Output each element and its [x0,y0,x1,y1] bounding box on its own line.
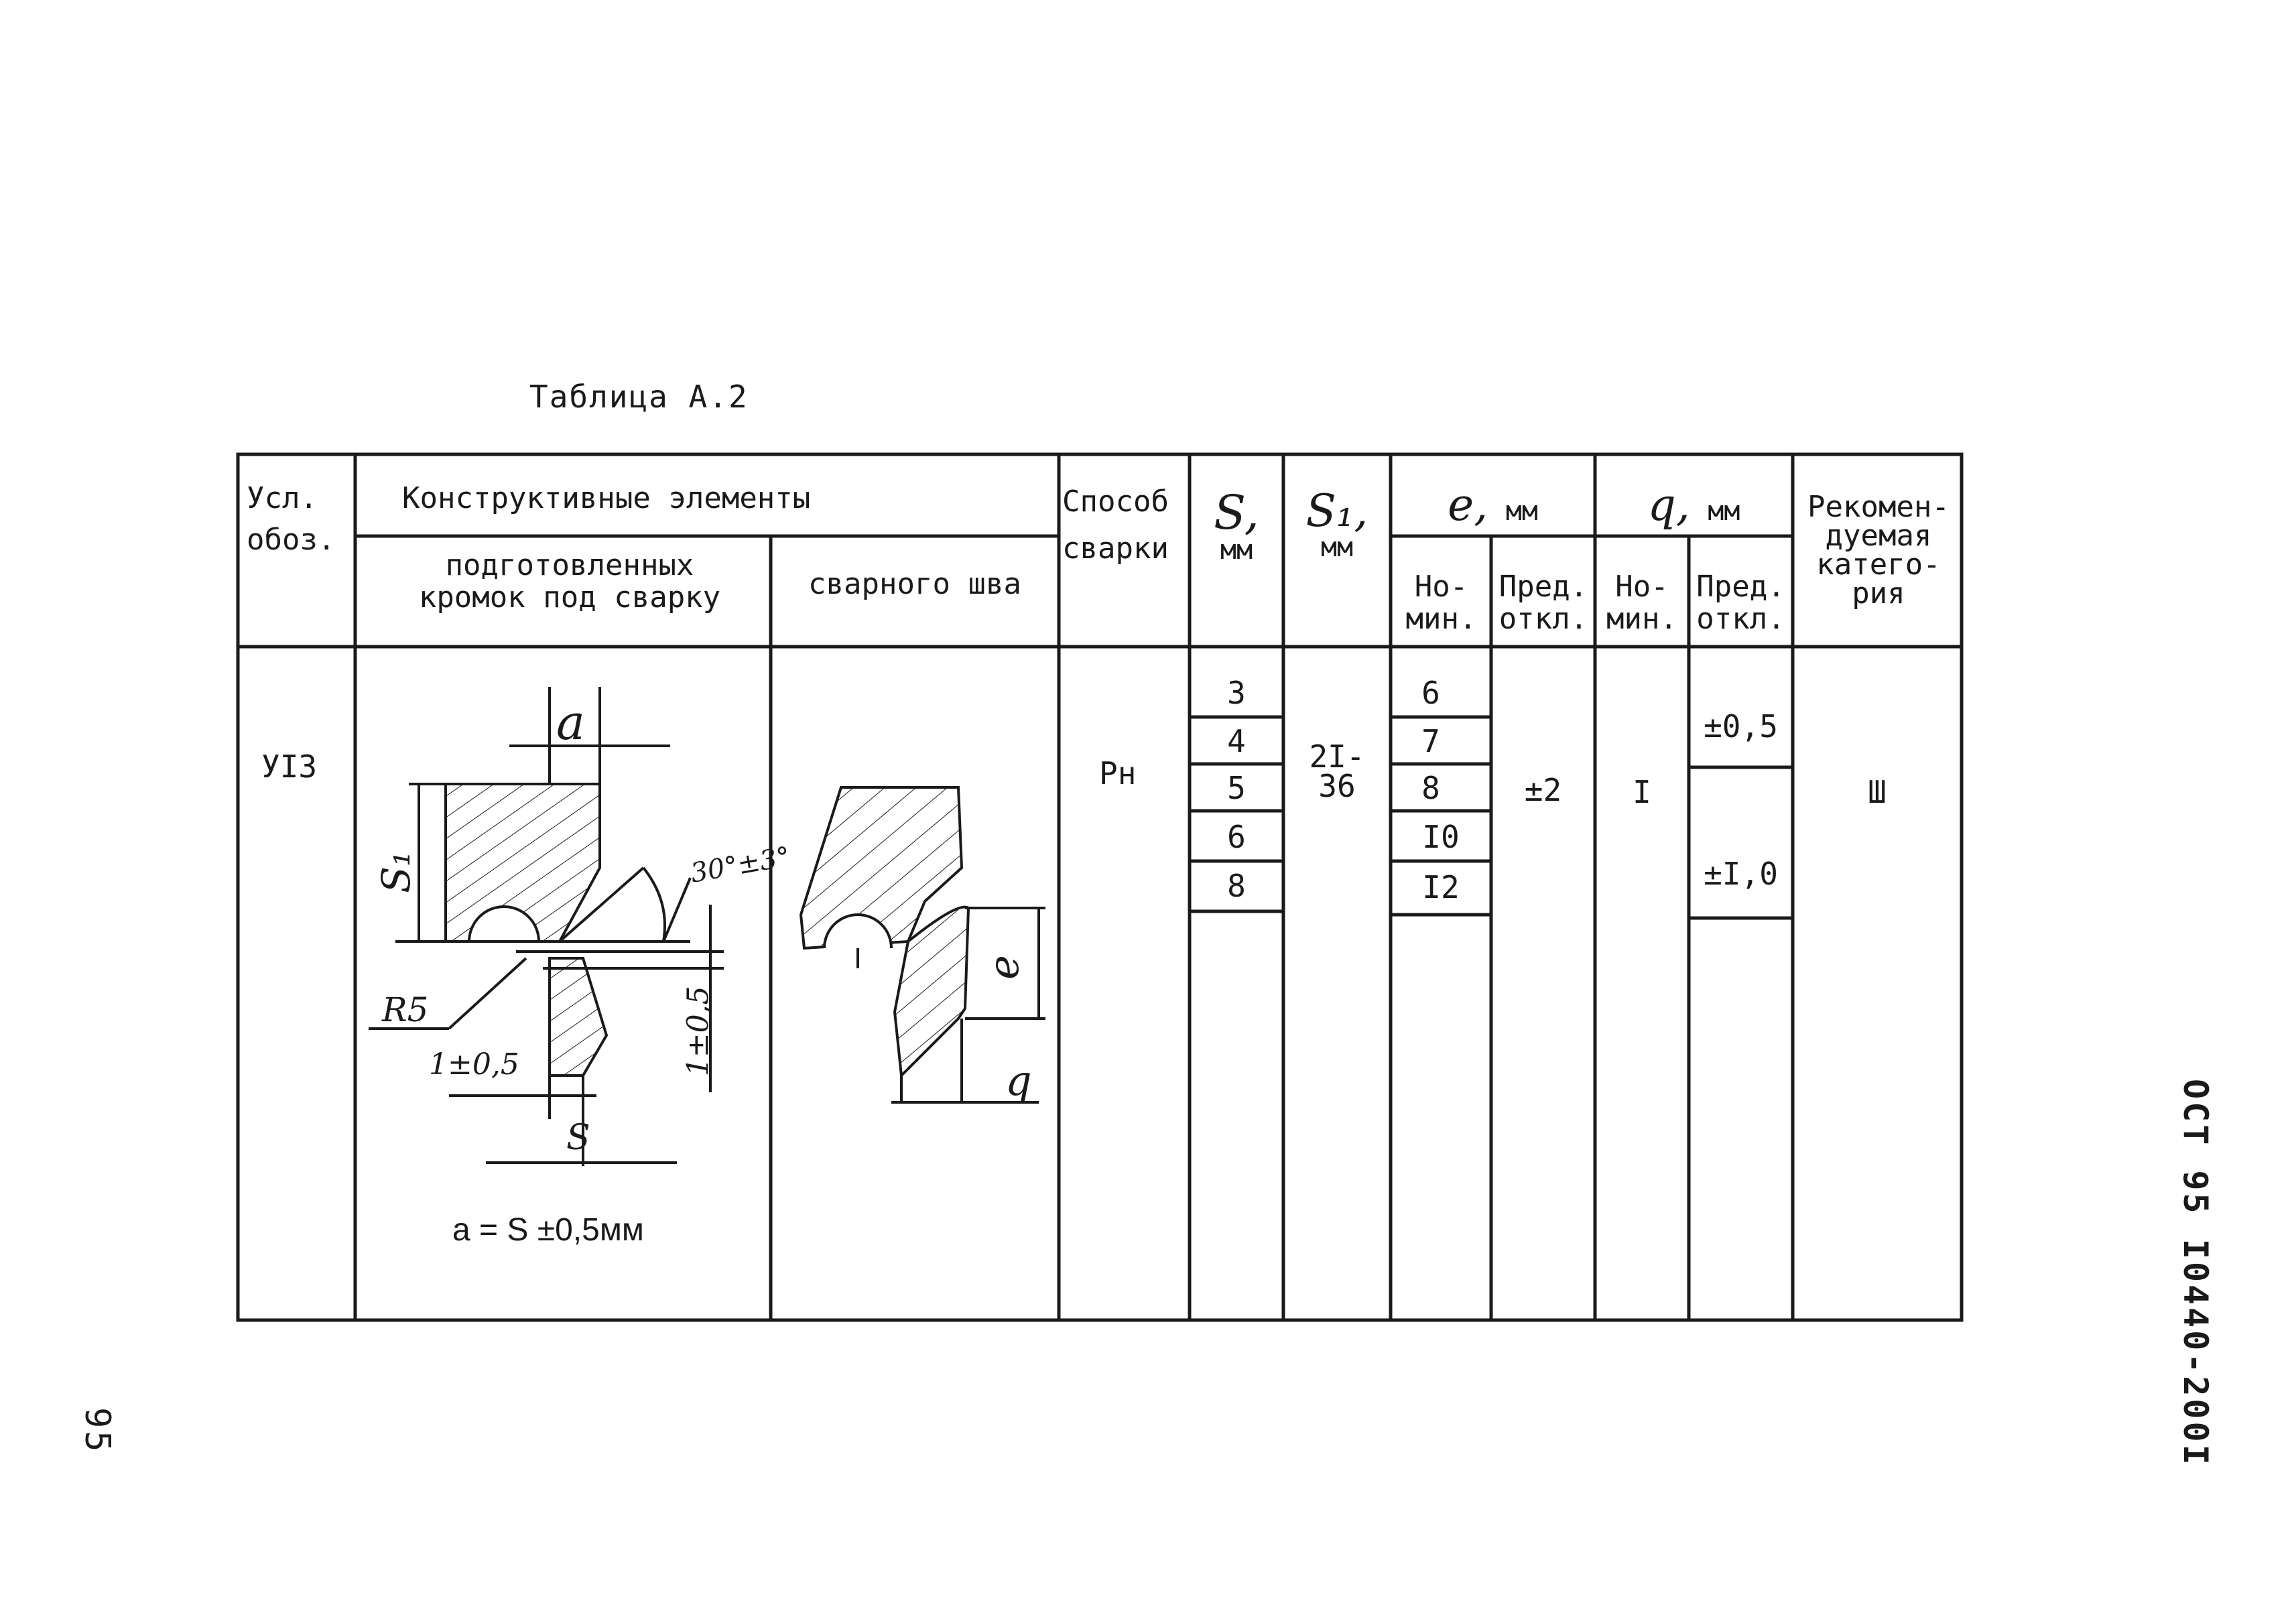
s-value-4: 8 [1227,868,1246,904]
header-e-nominal: Но-мин. [1405,570,1477,636]
s-value-2: 5 [1227,770,1246,806]
row-s1-value: 2I-36 [1309,738,1365,804]
label-e: e [978,955,1028,980]
table-caption: Таблица А.2 [529,379,749,415]
header-e-limit: Пред.откл. [1498,570,1588,636]
label-root: 1±0,5 [429,1047,519,1082]
page-number: 95 [77,1407,117,1455]
q-limit-1: ±I,0 [1704,856,1778,892]
e-nominal-1: 7 [1421,723,1440,759]
row-welding-method: Рн [1099,755,1137,791]
e-nominal-3: I0 [1422,819,1460,855]
side-document-id: ОСТ 95 I0440-200I [2176,1079,2215,1468]
header-s: S, мм [1214,485,1259,566]
label-q: q [1005,1056,1032,1105]
s-value-0: 3 [1227,675,1246,711]
header-recommended-category: Рекомен- дуемая катего- рия [1807,490,1950,611]
prepared-edges-sketch [369,687,724,1166]
header-structural-elements: Конструктивные элементы [402,481,811,515]
header-designation: Усл.обоз. [247,481,336,557]
header-s1: S₁, мм [1305,485,1368,563]
header-q-nominal: Но-мин. [1606,570,1677,636]
formula: a = S ±0,5мм [452,1212,644,1248]
s-value-1: 4 [1227,723,1246,759]
header-e: e, мм [1448,479,1538,531]
s-value-3: 6 [1227,819,1246,855]
label-a: a [556,694,585,751]
header-q: q, мм [1647,479,1740,531]
row-category: Ш [1868,774,1887,810]
header-q-limit: Пред.откл. [1696,570,1785,636]
row-q-nominal: I [1633,774,1651,810]
label-s1: S₁ [373,850,420,893]
header-weld-seam: сварного шва [808,567,1021,601]
e-nominal-2: 8 [1421,770,1440,806]
q-limit-0: ±0,5 [1704,708,1778,744]
label-r5: R5 [382,990,429,1029]
label-s: S [566,1118,590,1158]
row-e-limit: ±2 [1524,772,1562,808]
weld-seam-sketch [799,786,1045,1104]
row-designation: УI3 [261,749,318,785]
label-height: 1±0,5 [681,986,716,1077]
e-nominal-0: 6 [1421,675,1440,711]
e-nominal-4: I2 [1422,869,1460,905]
